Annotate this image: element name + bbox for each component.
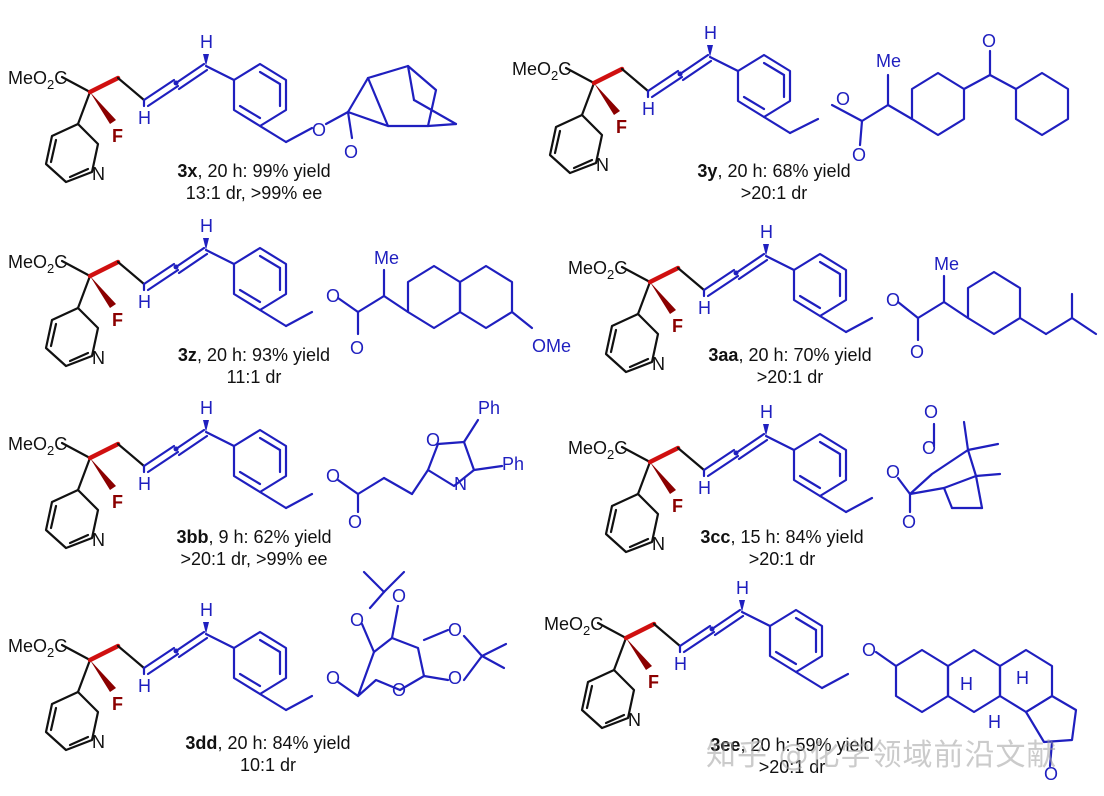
svg-text:N: N — [454, 474, 467, 494]
svg-text:Me: Me — [934, 254, 959, 274]
svg-text:O: O — [1044, 764, 1058, 784]
svg-text:O: O — [852, 145, 866, 165]
svg-text:O: O — [350, 610, 364, 630]
svg-text:O: O — [902, 512, 916, 532]
svg-text:O: O — [982, 31, 996, 51]
svg-text:H: H — [960, 674, 973, 694]
structure-3y: O O Me O — [512, 23, 1070, 175]
svg-text:Me: Me — [374, 248, 399, 268]
svg-text:O: O — [910, 342, 924, 362]
svg-text:O: O — [312, 120, 326, 140]
caption-3ee: 3ee, 20 h: 59% yield >20:1 dr — [710, 735, 874, 777]
structure-3ee: O O H H H — [544, 578, 1078, 784]
svg-text:O: O — [448, 620, 462, 640]
svg-text:O: O — [426, 430, 440, 450]
caption-3z: 3z, 20 h: 93% yield 11:1 dr — [177, 345, 331, 387]
caption-3aa: 3aa, 20 h: 70% yield >20:1 dr — [708, 345, 872, 387]
svg-text:O: O — [448, 668, 462, 688]
svg-text:O: O — [862, 640, 876, 660]
svg-text:O: O — [392, 680, 406, 700]
svg-text:O: O — [836, 89, 850, 109]
svg-text:Ph: Ph — [502, 454, 524, 474]
svg-text:O: O — [350, 338, 364, 358]
svg-text:H: H — [988, 712, 1001, 732]
svg-text:OMe: OMe — [532, 336, 571, 356]
structure-3dd: O O O O O O — [8, 570, 508, 752]
structure-3cc: O O O O — [568, 402, 1002, 554]
structure-3aa: O O Me — [568, 222, 1098, 374]
caption-3y: 3y, 20 h: 68% yield >20:1 dr — [697, 161, 851, 203]
svg-text:O: O — [326, 466, 340, 486]
caption-3cc: 3cc, 15 h: 84% yield >20:1 dr — [700, 527, 864, 569]
structure-3z: O O Me OMe — [8, 216, 571, 368]
svg-text:O: O — [326, 668, 340, 688]
svg-text:O: O — [924, 402, 938, 422]
caption-3dd: 3dd, 20 h: 84% yield 10:1 dr — [185, 733, 351, 775]
svg-text:H: H — [1016, 668, 1029, 688]
svg-text:O: O — [886, 290, 900, 310]
svg-text:O: O — [922, 438, 936, 458]
structure-3x: O O — [8, 32, 458, 184]
svg-text:O: O — [886, 462, 900, 482]
structure-3bb: O O O N Ph Ph — [8, 398, 524, 550]
svg-text:Ph: Ph — [478, 398, 500, 418]
svg-text:Me: Me — [876, 51, 901, 71]
svg-text:O: O — [344, 142, 358, 162]
svg-text:O: O — [392, 586, 406, 606]
caption-3bb: 3bb, 9 h: 62% yield >20:1 dr, >99% ee — [176, 527, 332, 569]
svg-text:O: O — [348, 512, 362, 532]
caption-3x: 3x, 20 h: 99% yield 13:1 dr, >99% ee — [177, 161, 331, 203]
svg-text:O: O — [326, 286, 340, 306]
watermark: 知乎 @化学领域前沿文献 — [706, 738, 1058, 773]
